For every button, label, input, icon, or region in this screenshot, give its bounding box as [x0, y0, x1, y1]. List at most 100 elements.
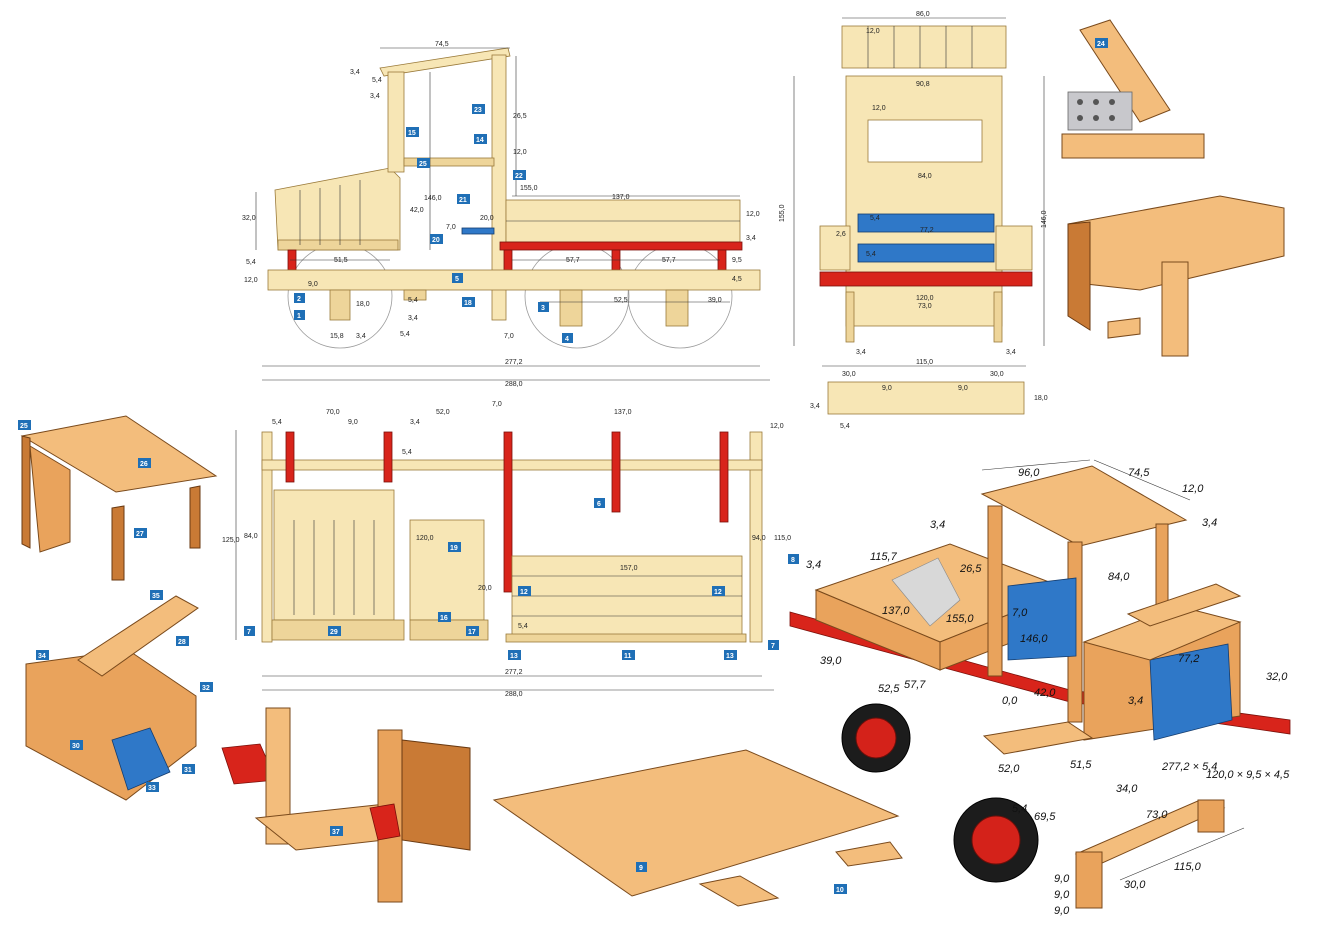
svg-text:22: 22 — [515, 173, 523, 180]
dim-iso-bed-a: 26,5 — [959, 563, 982, 575]
part-label-34: 34 — [36, 650, 49, 660]
dim-iso-base-c: 115,0 — [1174, 861, 1202, 873]
svg-text:21: 21 — [459, 197, 467, 204]
dim-iso-axle-a: 52,5 — [878, 683, 900, 695]
part-label-11: 11 — [622, 650, 635, 660]
dim-mid-top-g: 137,0 — [614, 409, 632, 416]
part-label-15: 15 — [406, 127, 419, 137]
dim-iso-roof-t: 12,0 — [1182, 483, 1204, 495]
svg-text:7: 7 — [771, 643, 775, 650]
svg-text:33: 33 — [148, 785, 156, 792]
dim-iso-seat-a: 7,0 — [1012, 607, 1028, 619]
dim-mid-top-e: 52,0 — [436, 409, 450, 416]
dim-front-bumper-w: 120,0 — [916, 295, 934, 302]
part-label-8: 8 — [788, 554, 799, 564]
steel-bracket — [1067, 91, 1133, 131]
part-label-1: 1 — [294, 310, 305, 320]
seatbox-blue — [111, 727, 171, 791]
dim-mid-h-door: 84,0 — [244, 533, 258, 540]
dim-iso-base-g: 9,0 — [1054, 905, 1070, 917]
dim-iso-bed-h: 155,0 — [946, 613, 974, 625]
part-label-16: 16 — [438, 612, 451, 622]
svg-text:10: 10 — [836, 887, 844, 894]
dim-cab-height: 146,0 — [424, 195, 442, 202]
joint-detail — [1067, 195, 1285, 357]
part-label-3: 3 — [538, 302, 549, 312]
dim-block-c: 5,4 — [408, 297, 418, 304]
dim-bed-gap: 3,4 — [746, 235, 756, 242]
dim-block-g: 5,4 — [400, 331, 410, 338]
top-view: 5,4 70,0 9,0 3,4 52,0 7,0 137,0 12,0 5,4… — [222, 401, 799, 698]
bed-red-rail — [499, 241, 743, 251]
svg-text:8: 8 — [791, 557, 795, 564]
dim-iso-bed-l: 115,7 — [870, 551, 898, 563]
dim-front-blue-w: 77,2 — [920, 227, 934, 234]
svg-text:12: 12 — [520, 589, 528, 596]
dim-front-base-b: 9,0 — [882, 385, 892, 392]
dim-front-foot-l: 3,4 — [856, 349, 866, 356]
part-label-25: 25 — [417, 158, 430, 168]
mid-post-left — [261, 431, 273, 643]
dim-roof-length: 74,5 — [435, 41, 449, 48]
dim-mid-top-f: 7,0 — [492, 401, 502, 408]
dim-mid-side-h: 5,4 — [402, 449, 412, 456]
dim-iso-base-d: 30,0 — [1124, 879, 1146, 891]
front-cab — [845, 75, 1003, 327]
dim-roof-a: 3,4 — [350, 69, 360, 76]
svg-text:19: 19 — [450, 545, 458, 552]
svg-text:23: 23 — [474, 107, 482, 114]
front-view: 86,0 12,0 90,8 12,0 84,0 5,4 77,2 2,6 5,… — [779, 11, 1048, 430]
iso-cab-roof — [980, 465, 1188, 547]
dim-iso-axle-c: 0,0 — [1002, 695, 1018, 707]
svg-text:28: 28 — [178, 639, 186, 646]
dim-axle-height: 4,5 — [732, 276, 742, 283]
dim-step: 20,0 — [480, 215, 494, 222]
part-label-33: 33 — [146, 782, 159, 792]
part-label-35: 35 — [150, 590, 163, 600]
dim-front-seat-w: 84,0 — [918, 173, 932, 180]
part-label-32: 32 — [200, 682, 213, 692]
dim-mid-top-a: 5,4 — [272, 419, 282, 426]
dim-front-h-left: 155,0 — [779, 204, 786, 222]
dim-block-a: 9,0 — [308, 281, 318, 288]
dim-floor-offset: 7,0 — [504, 333, 514, 340]
seatbox-body — [25, 649, 197, 801]
dim-hood-height: 32,0 — [242, 215, 256, 222]
cab-rail — [403, 157, 495, 167]
dim-iso-base-a: 69,5 — [1034, 811, 1056, 823]
part-label-7-right: 7 — [768, 640, 779, 650]
part-label-17: 17 — [466, 626, 479, 636]
dim-iso-base-f: 9,0 — [1054, 889, 1070, 901]
dim-iso-roof-e: 3,4 — [1202, 517, 1217, 529]
dim-mid-top-h: 12,0 — [770, 423, 784, 430]
part-label-6: 6 — [594, 498, 605, 508]
front-seat-lower — [857, 243, 995, 263]
iso-view: 96,0 74,5 12,0 3,4 3,4 3,4 115,7 26,5 13… — [789, 459, 1291, 917]
dim-iso-blue: 77,2 — [1178, 653, 1199, 665]
dim-front-base-f: 5,4 — [840, 423, 850, 430]
hood-base — [277, 239, 399, 251]
part-label-24: 24 — [1095, 38, 1108, 48]
part-label-27: 27 — [134, 528, 147, 538]
part-label-37: 37 — [330, 826, 343, 836]
dim-axle-end: 39,0 — [708, 297, 722, 304]
dim-seat-height: 42,0 — [410, 207, 424, 214]
dim-block-b: 18,0 — [356, 301, 370, 308]
dim-front-foot-r: 3,4 — [1006, 349, 1016, 356]
svg-text:30: 30 — [72, 743, 80, 750]
mid-seat — [409, 519, 485, 621]
front-window — [867, 119, 983, 163]
dim-front-base-c: 9,0 — [958, 385, 968, 392]
svg-text:27: 27 — [136, 531, 144, 538]
dim-iso-axle-b: 57,7 — [904, 679, 926, 691]
part-label-25b: 25 — [18, 420, 31, 430]
svg-text:11: 11 — [624, 653, 632, 660]
chassis-frame — [267, 269, 761, 291]
dim-front-roof-t: 12,0 — [866, 28, 880, 35]
part-label-21: 21 — [457, 194, 470, 204]
dim-mid-h-rear2: 115,0 — [774, 535, 791, 542]
part-label-30: 30 — [70, 740, 83, 750]
dim-mid-gap: 5,4 — [518, 623, 528, 630]
front-base — [827, 381, 1025, 415]
